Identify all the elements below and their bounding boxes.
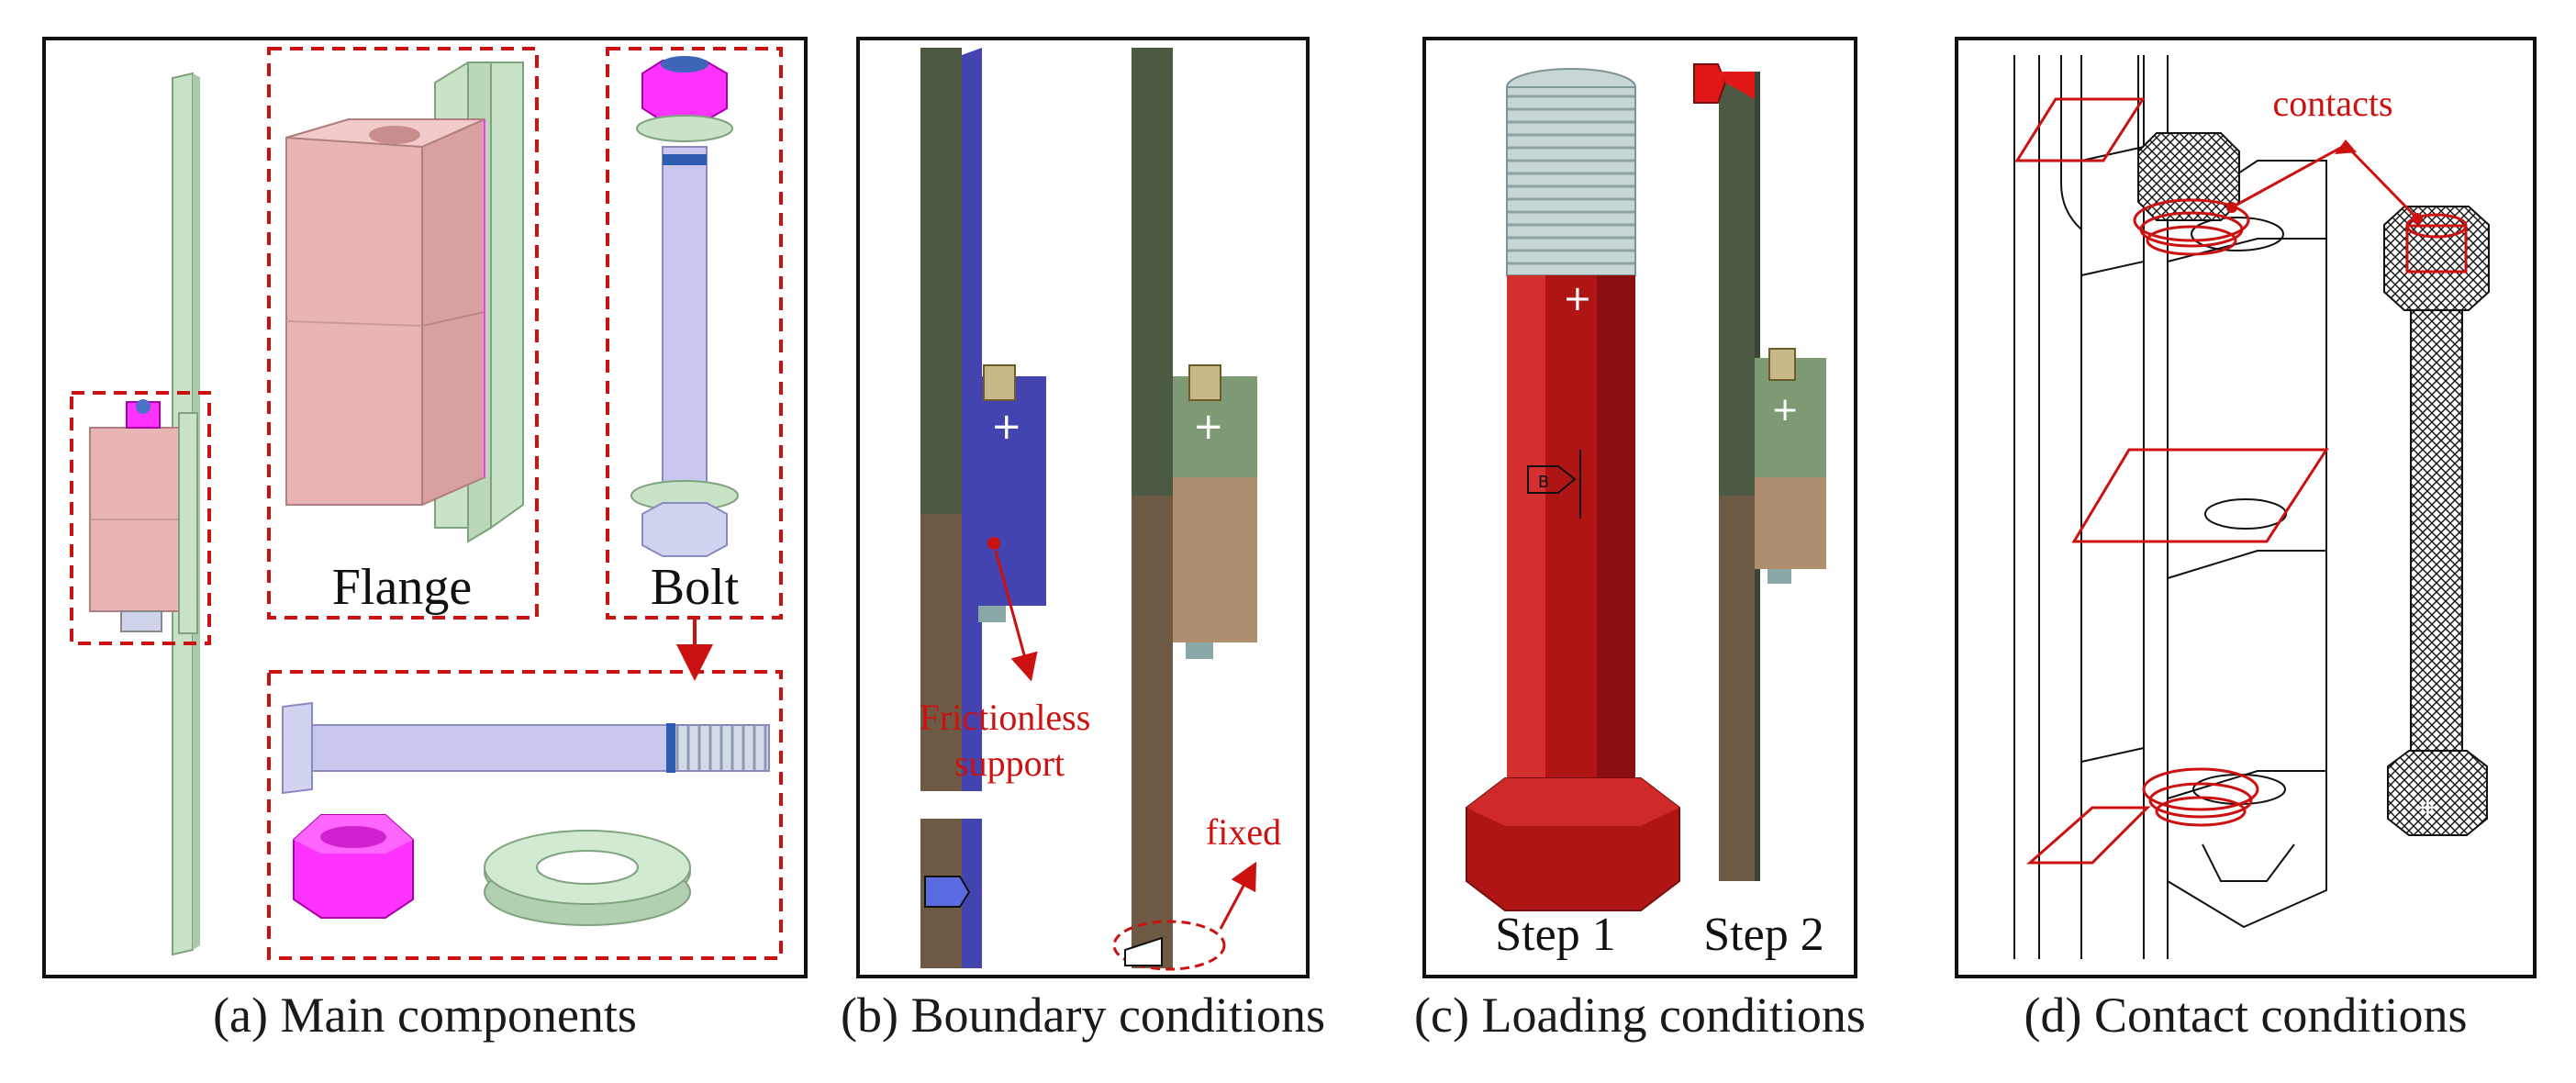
- label-frictionless-1: Frictionless: [920, 697, 1091, 738]
- caption-c: (c) Loading conditions: [1414, 988, 1866, 1043]
- load-marker-label: B: [1538, 473, 1549, 492]
- fixed-region-marker: [1112, 920, 1226, 971]
- bolt-zoom: Bolt: [606, 47, 783, 620]
- meshed-nut-top: [2137, 132, 2240, 221]
- svg-text:+: +: [1563, 278, 1592, 318]
- contacts-arrow-right: [2344, 143, 2417, 218]
- support-marker-icon: [924, 876, 971, 908]
- panel-d: + contacts: [1955, 37, 2537, 978]
- exploded-parts: [267, 670, 783, 960]
- meshed-bolt: +: [2383, 206, 2490, 836]
- panel-c: + B Step 1 + Step 2: [1422, 37, 1857, 978]
- frictionless-column: + Frictionless support: [916, 48, 1090, 968]
- panel-b: + Frictionless support + fixed: [856, 37, 1310, 978]
- label-step2: Step 2: [1703, 909, 1823, 961]
- label-flange: Flange: [332, 559, 472, 616]
- label-contacts: contacts: [2272, 83, 2392, 124]
- svg-text:+: +: [2415, 789, 2440, 824]
- caption-d: (d) Contact conditions: [2024, 988, 2468, 1043]
- small-assembly-box: [70, 391, 211, 645]
- small-flange-assembly: [70, 391, 211, 645]
- step2-plate: + Step 2: [1693, 63, 1826, 961]
- svg-text:+: +: [1193, 406, 1224, 448]
- exploded-box: [267, 670, 783, 960]
- label-bolt: Bolt: [651, 559, 740, 616]
- contacts-arrow-left: [2231, 143, 2347, 209]
- caption-a: (a) Main components: [213, 988, 637, 1043]
- label-frictionless-2: support: [954, 742, 1065, 784]
- flange-zoom: Flange: [267, 47, 539, 620]
- frictionless-arrow: [994, 550, 1038, 682]
- svg-text:+: +: [1771, 391, 1799, 429]
- fixed-column: + fixed: [1112, 48, 1281, 971]
- load-marker-icon: [1527, 465, 1577, 494]
- caption-b: (b) Boundary conditions: [841, 988, 1325, 1043]
- step2-load-icon: [1693, 63, 1727, 104]
- label-step1: Step 1: [1495, 909, 1615, 961]
- svg-text:+: +: [991, 406, 1022, 448]
- contacts-annotation: contacts: [2226, 83, 2423, 224]
- label-fixed: fixed: [1206, 811, 1281, 853]
- step1-bolt: + B Step 1: [1466, 68, 1680, 961]
- contact-regions: [2014, 97, 2329, 865]
- fixed-arrow: [1219, 861, 1257, 930]
- flange-box: [267, 47, 539, 620]
- panel-a: Flange Bolt: [42, 37, 808, 978]
- fixed-support-icon: [1124, 936, 1163, 966]
